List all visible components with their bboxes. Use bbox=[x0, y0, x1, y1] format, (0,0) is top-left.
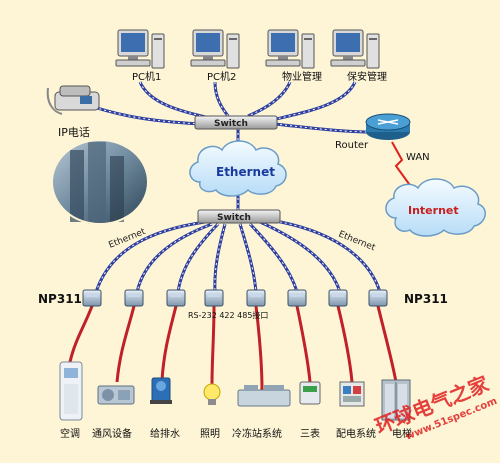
bottom-switch[interactable]: Switch bbox=[197, 209, 281, 224]
computer-label: 保安管理 bbox=[347, 70, 387, 83]
top-switch-label: Switch bbox=[214, 119, 248, 129]
top-cables-inner bbox=[84, 81, 371, 133]
np311-module[interactable] bbox=[328, 289, 348, 307]
device-label: 配电系统 bbox=[336, 427, 376, 440]
computer-pc-1[interactable]: PC机1 bbox=[115, 29, 165, 83]
ip-phone-icon[interactable] bbox=[46, 85, 100, 115]
ip-phone-label: IP电话 bbox=[58, 126, 90, 139]
computer-label: PC机1 bbox=[132, 70, 161, 83]
computer-security-management[interactable]: 保安管理 bbox=[330, 29, 387, 83]
wan-label: WAN bbox=[406, 152, 430, 163]
serial-cables bbox=[68, 305, 398, 391]
router-icon[interactable] bbox=[365, 113, 411, 140]
top-switch[interactable]: Switch bbox=[194, 115, 278, 130]
building-photo bbox=[51, 139, 149, 225]
water-pump-icon bbox=[150, 377, 172, 404]
device-label: 冷冻站系统 bbox=[232, 427, 282, 440]
internet-cloud-label: Internet bbox=[408, 204, 459, 217]
ethernet-label-right: Ethernet bbox=[337, 230, 377, 254]
power-distribution-icon bbox=[339, 381, 365, 407]
light-bulb-icon bbox=[203, 383, 221, 405]
meters-icon bbox=[299, 381, 321, 405]
np311-module[interactable] bbox=[246, 289, 266, 307]
chiller-station-icon bbox=[237, 385, 291, 407]
device-label-group: 空调通风设备 给排水 照明冷冻站系统 三表 配电系统 电梯 bbox=[60, 427, 412, 440]
ethernet-cloud-label: Ethernet bbox=[216, 165, 275, 179]
rs-interface-label: RS-232 422 485接口 bbox=[188, 310, 268, 320]
ventilation-icon bbox=[97, 385, 135, 405]
computer-label: PC机2 bbox=[207, 70, 236, 83]
np311-module[interactable] bbox=[204, 289, 224, 307]
np311-label-left: NP311 bbox=[38, 292, 82, 306]
np311-module[interactable] bbox=[287, 289, 307, 307]
device-label: 三表 bbox=[300, 427, 320, 440]
np311-module[interactable] bbox=[166, 289, 186, 307]
computer-label: 物业管理 bbox=[282, 70, 322, 83]
bottom-switch-label: Switch bbox=[217, 213, 251, 223]
bottom-cables-inner bbox=[95, 219, 381, 293]
device-label: 电梯 bbox=[392, 427, 412, 440]
computer-property-management[interactable]: 物业管理 bbox=[265, 29, 322, 83]
router-label: Router bbox=[335, 140, 369, 151]
computer-pc-2[interactable]: PC机2 bbox=[190, 29, 240, 83]
computer-group: PC机1 PC机2 物业管理 保安管理 bbox=[115, 29, 387, 83]
air-conditioner-icon bbox=[59, 361, 83, 421]
device-label: 给排水 bbox=[150, 427, 180, 440]
device-label: 空调 bbox=[60, 427, 80, 440]
wan-link bbox=[391, 141, 413, 189]
np311-module[interactable] bbox=[368, 289, 388, 307]
np311-label-right: NP311 bbox=[404, 292, 448, 306]
np311-module[interactable] bbox=[124, 289, 144, 307]
device-label: 照明 bbox=[200, 428, 220, 440]
np311-module[interactable] bbox=[82, 289, 102, 307]
elevator-icon bbox=[381, 379, 411, 421]
ethernet-cloud: Ethernet bbox=[189, 140, 287, 197]
np311-module-group bbox=[82, 289, 388, 307]
ethernet-label-left: Ethernet bbox=[107, 227, 147, 251]
internet-cloud: Internet bbox=[385, 178, 486, 237]
device-label: 通风设备 bbox=[92, 427, 132, 440]
